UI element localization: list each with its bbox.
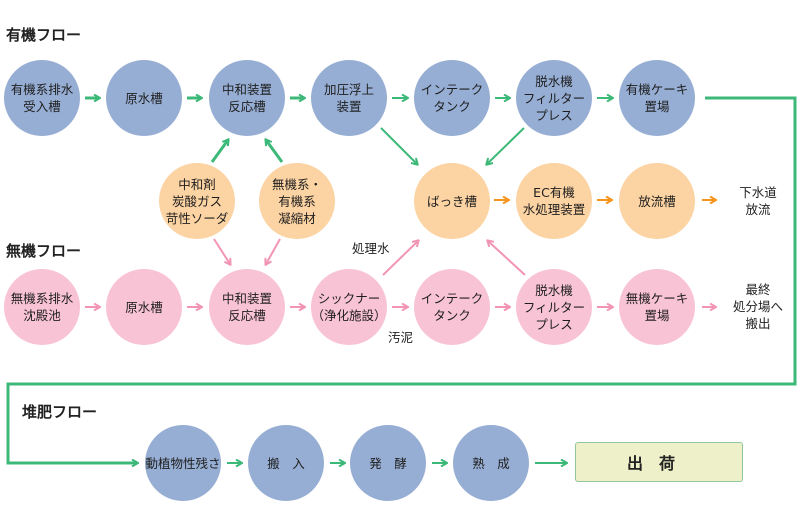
node-label: 中和装置 反応槽 <box>221 291 272 323</box>
inorganic-settling-pond: 無機系排水 沈殿池 <box>4 269 80 345</box>
inorganic-filter-press: 脱水機 フィルター プレス <box>516 269 592 345</box>
inorganic-intake-tank: インテーク タンク <box>414 269 490 345</box>
shipment-box: 出荷 <box>575 442 743 482</box>
connector-to-compost <box>6 96 797 463</box>
inorganic-cake-yard: 無機ケーキ 置場 <box>619 269 695 345</box>
inorganic-neutralizer: 中和装置 反応槽 <box>209 269 285 345</box>
sewer-discharge-label: 下水道 放流 <box>739 185 777 217</box>
organic-filter-press: 脱水機 フィルター プレス <box>516 60 592 136</box>
sludge-label: 汚泥 <box>388 330 414 345</box>
ec-water-treatment: EC有機 水処理装置 <box>516 163 592 239</box>
node-label: 有機系排水 受入槽 <box>10 82 74 114</box>
arrow <box>266 238 281 264</box>
arrow <box>210 140 228 163</box>
node-label: ばっき槽 <box>426 193 477 209</box>
arrow <box>487 127 525 164</box>
node-label: 中和剤 炭酸ガス 苛性ソーダ <box>165 176 229 226</box>
node-label: 無機ケーキ 置場 <box>625 291 689 323</box>
arrow <box>266 140 284 163</box>
organic-intake-tank: 有機系排水 受入槽 <box>4 60 80 136</box>
organic-raw-water-tank: 原水槽 <box>106 60 182 136</box>
node-label: インテーク タンク <box>420 82 484 114</box>
compost-fermentation: 発 酵 <box>350 425 426 501</box>
node-label: 脱水機 フィルター プレス <box>522 282 586 332</box>
arrow <box>488 241 526 276</box>
node-label: 搬 入 <box>267 455 305 471</box>
node-label: 脱水機 フィルター プレス <box>522 73 586 123</box>
inorganic-thickener: シックナー （浄化施設） <box>311 269 387 345</box>
node-label: 有機ケーキ 置場 <box>625 82 689 114</box>
node-label: インテーク タンク <box>420 291 484 323</box>
inorganic-raw-water-tank: 原水槽 <box>106 269 182 345</box>
compost-residue: 動植物性残さ <box>145 425 221 501</box>
node-label: EC有機 水処理装置 <box>522 185 586 217</box>
organic-flotation: 加圧浮上 装置 <box>311 60 387 136</box>
organic-neutralizer: 中和装置 反応槽 <box>209 60 285 136</box>
coagulant-chemicals: 無機系・ 有機系 凝縮材 <box>259 163 335 239</box>
node-label: 放流槽 <box>638 193 676 209</box>
node-label: 無機系排水 沈殿池 <box>10 291 74 323</box>
node-label: 加圧浮上 装置 <box>323 82 374 114</box>
node-label: 熟 成 <box>472 455 510 471</box>
discharge-tank: 放流槽 <box>619 163 695 239</box>
neutralizer-chemicals: 中和剤 炭酸ガス 苛性ソーダ <box>159 163 235 239</box>
section-title-organic: 有機フロー <box>6 26 82 44</box>
section-title-inorganic: 無機フロー <box>6 242 82 260</box>
treated-water-label: 処理水 <box>352 241 390 256</box>
arrow <box>213 238 230 264</box>
organic-cake-yard: 有機ケーキ 置場 <box>619 60 695 136</box>
organic-intake-tank-2: インテーク タンク <box>414 60 490 136</box>
node-label: シックナー （浄化施設） <box>311 291 387 323</box>
node-label: 原水槽 <box>125 299 163 315</box>
node-label: 無機系・ 有機系 凝縮材 <box>271 176 322 226</box>
compost-delivery: 搬 入 <box>248 425 324 501</box>
arrow <box>382 241 418 276</box>
final-disposal-label: 最終 処分場へ 搬出 <box>732 282 783 331</box>
node-label: 原水槽 <box>125 90 163 106</box>
arrow <box>380 127 417 164</box>
node-label: 発 酵 <box>369 455 407 471</box>
node-label: 動植物性残さ <box>145 455 221 471</box>
section-title-compost: 堆肥フロー <box>22 403 98 421</box>
node-label: 中和装置 反応槽 <box>221 82 272 114</box>
compost-maturation: 熟 成 <box>453 425 529 501</box>
aeration-tank: ばっき槽 <box>414 163 490 239</box>
